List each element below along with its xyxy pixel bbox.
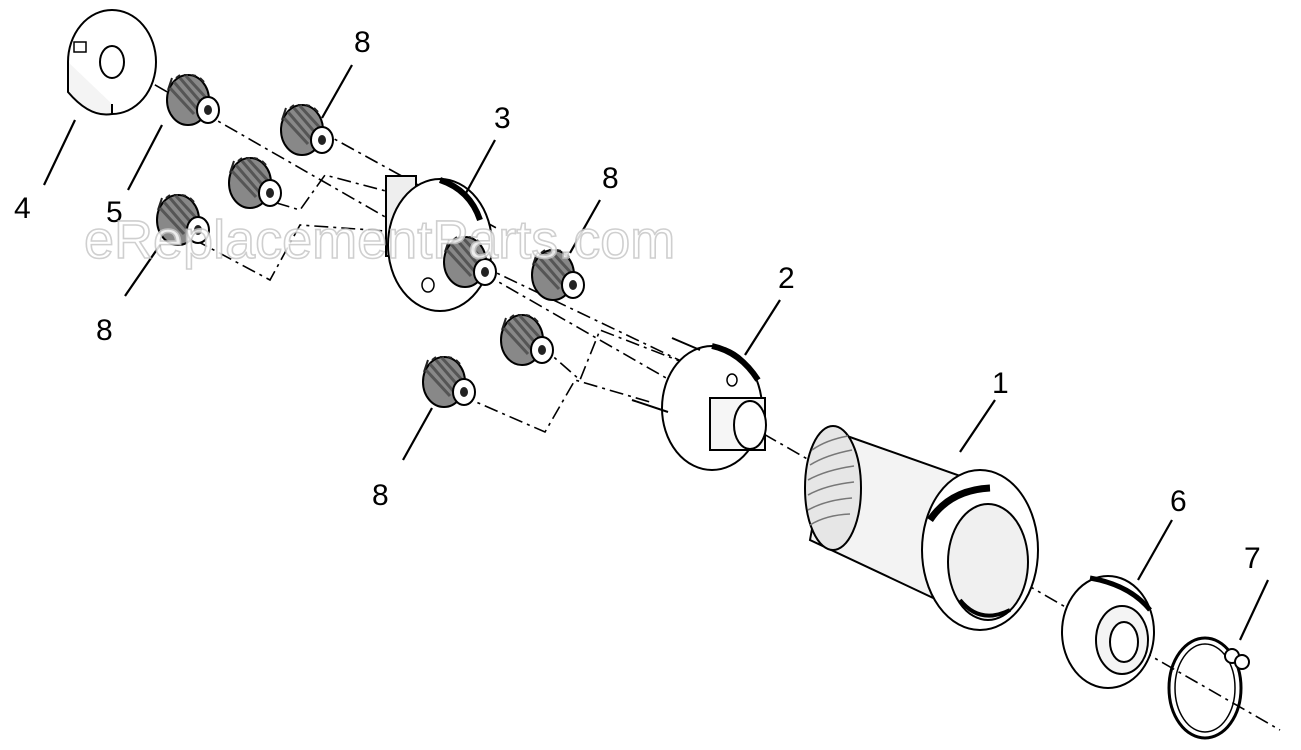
callout-3: 3 [494, 102, 511, 135]
part-8-gear-lower-mid [499, 313, 555, 367]
part-6-bearing [1061, 575, 1155, 689]
part-7-retaining-ring [1167, 636, 1250, 740]
part-2-planet-carrier [631, 337, 767, 471]
callout-8-left: 8 [96, 314, 113, 347]
callout-1: 1 [992, 367, 1009, 400]
part-4-thrust-washer [67, 9, 157, 116]
callout-8-mid: 8 [602, 162, 619, 195]
callout-7: 7 [1244, 542, 1261, 575]
callout-4: 4 [14, 192, 31, 225]
part-5-gear [165, 73, 221, 127]
callout-5: 5 [106, 196, 123, 229]
callouts: 1 2 3 4 5 6 7 8 8 8 8 [14, 26, 1261, 575]
callout-8-top: 8 [354, 26, 371, 59]
callout-8-bottom: 8 [372, 479, 389, 512]
watermark-text: eReplacementParts.com [84, 210, 675, 270]
leader-lines [43, 64, 1269, 641]
callout-2: 2 [778, 262, 795, 295]
part-8-gear-lower-left [421, 355, 477, 409]
part-8-gear-left-mid [227, 156, 283, 210]
callout-6: 6 [1170, 485, 1187, 518]
part-1-ring-gear-housing [804, 425, 1039, 631]
